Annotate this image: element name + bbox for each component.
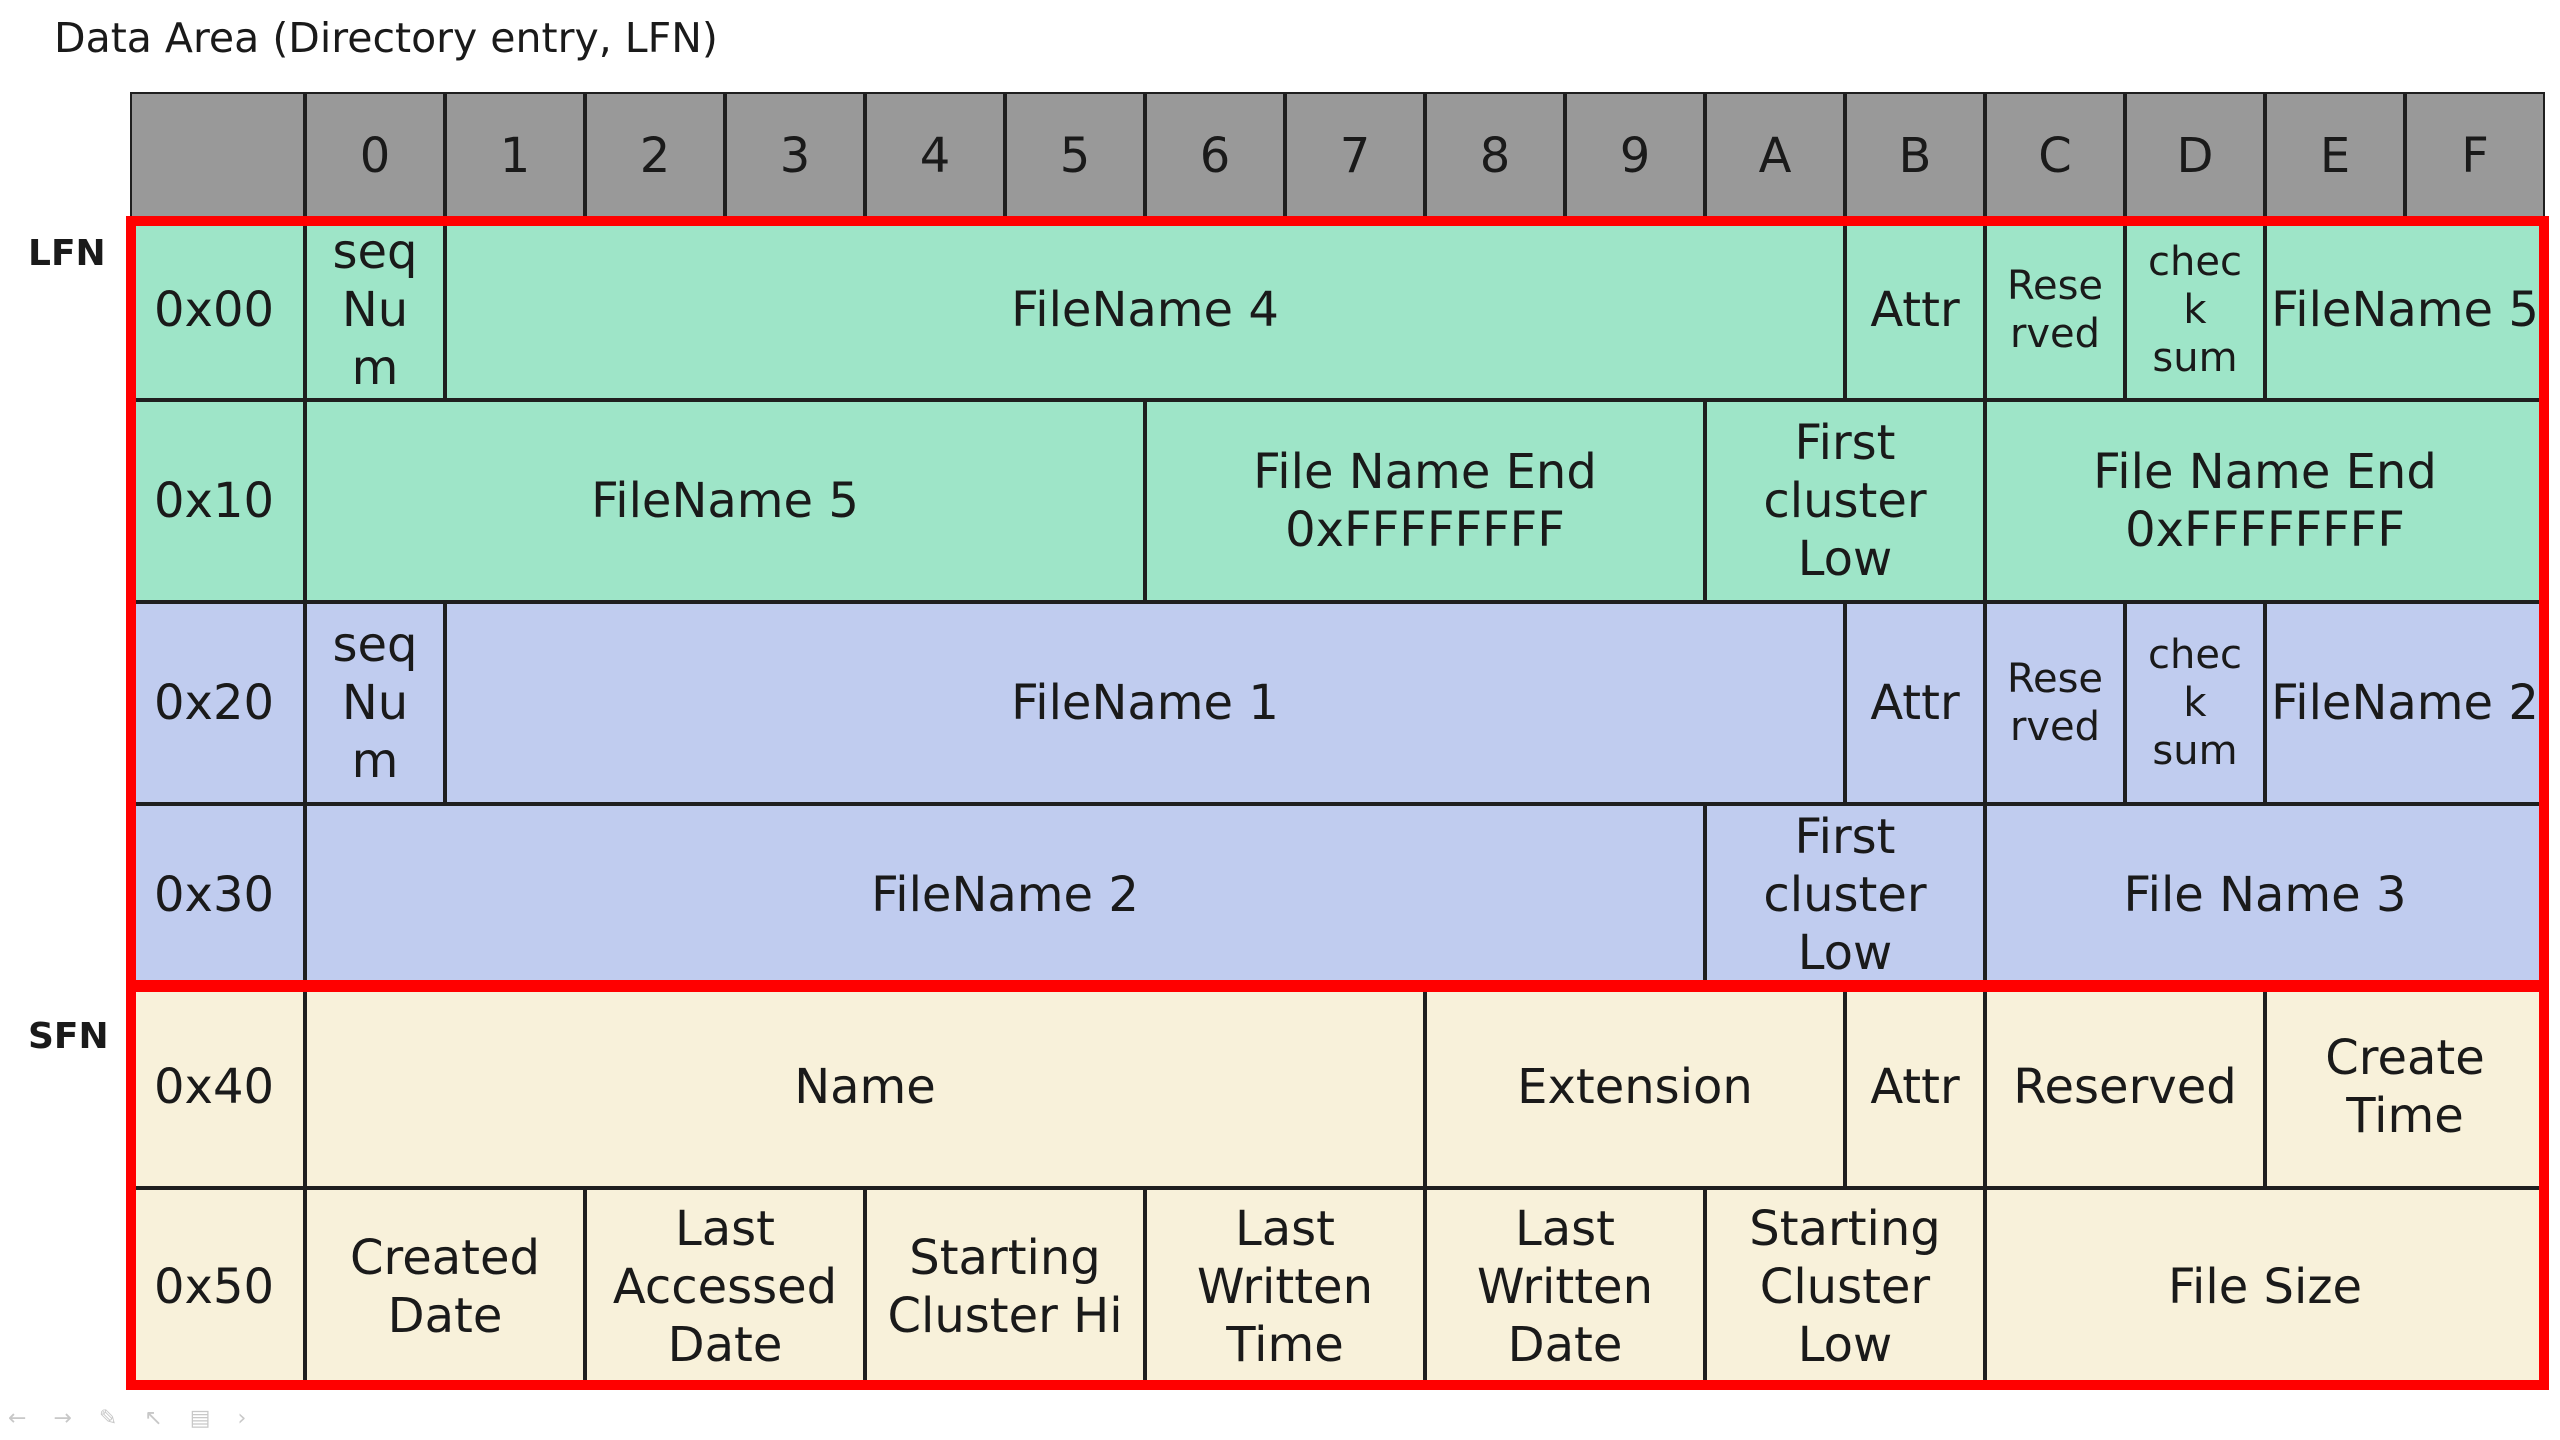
field-cell: seq Nu m <box>305 602 445 804</box>
column-header: D <box>2125 92 2265 220</box>
field-cell: Rese rved <box>1985 602 2125 804</box>
column-header: 6 <box>1145 92 1285 220</box>
field-cell: Starting Cluster Hi <box>865 1188 1145 1386</box>
lfn-section-label: LFN <box>28 233 106 274</box>
field-cell: Attr <box>1845 220 1985 400</box>
field-cell: Name <box>305 986 1425 1188</box>
column-header: 0 <box>305 92 445 220</box>
column-header: E <box>2265 92 2405 220</box>
field-cell: Starting Cluster Low <box>1705 1188 1985 1386</box>
column-header: 9 <box>1565 92 1705 220</box>
row-address: 0x20 <box>130 602 305 804</box>
field-cell: Reserved <box>1985 986 2265 1188</box>
field-cell: File Name End 0xFFFFFFFF <box>1985 400 2545 602</box>
column-header: 7 <box>1285 92 1425 220</box>
field-cell: chec k sum <box>2125 220 2265 400</box>
field-cell: Attr <box>1845 986 1985 1188</box>
field-cell: First cluster Low <box>1705 400 1985 602</box>
field-cell: chec k sum <box>2125 602 2265 804</box>
field-cell: File Size <box>1985 1188 2545 1386</box>
column-header: B <box>1845 92 1985 220</box>
column-header: C <box>1985 92 2125 220</box>
field-cell: Last Written Time <box>1145 1188 1425 1386</box>
row-address: 0x50 <box>130 1188 305 1386</box>
field-cell: FileName 5 <box>305 400 1145 602</box>
field-cell: FileName 2 <box>2265 602 2545 804</box>
diagram-title: Data Area (Directory entry, LFN) <box>54 14 718 62</box>
field-cell: Last Accessed Date <box>585 1188 865 1386</box>
column-header: 4 <box>865 92 1005 220</box>
slide-nav-icons[interactable]: ← → ✎ ↖ ▤ › <box>8 1406 257 1431</box>
field-cell: FileName 1 <box>445 602 1845 804</box>
column-header: 8 <box>1425 92 1565 220</box>
field-cell: FileName 4 <box>445 220 1845 400</box>
row-address: 0x00 <box>130 220 305 400</box>
field-cell: Attr <box>1845 602 1985 804</box>
row-address: 0x30 <box>130 804 305 986</box>
field-cell: Rese rved <box>1985 220 2125 400</box>
row-address: 0x10 <box>130 400 305 602</box>
row-address: 0x40 <box>130 986 305 1188</box>
field-cell: FileName 2 <box>305 804 1705 986</box>
column-header: 1 <box>445 92 585 220</box>
field-cell: Extension <box>1425 986 1845 1188</box>
column-header: 5 <box>1005 92 1145 220</box>
field-cell: Create Time <box>2265 986 2545 1188</box>
sfn-section-label: SFN <box>28 1016 109 1057</box>
column-header: F <box>2405 92 2545 220</box>
field-cell: Last Written Date <box>1425 1188 1705 1386</box>
column-header: 3 <box>725 92 865 220</box>
field-cell: Created Date <box>305 1188 585 1386</box>
column-header: A <box>1705 92 1845 220</box>
field-cell: File Name 3 <box>1985 804 2545 986</box>
field-cell: seq Nu m <box>305 220 445 400</box>
column-header: 2 <box>585 92 725 220</box>
field-cell: First cluster Low <box>1705 804 1985 986</box>
field-cell: File Name End 0xFFFFFFFF <box>1145 400 1705 602</box>
field-cell: FileName 5 <box>2265 220 2545 400</box>
header-corner <box>130 92 305 220</box>
